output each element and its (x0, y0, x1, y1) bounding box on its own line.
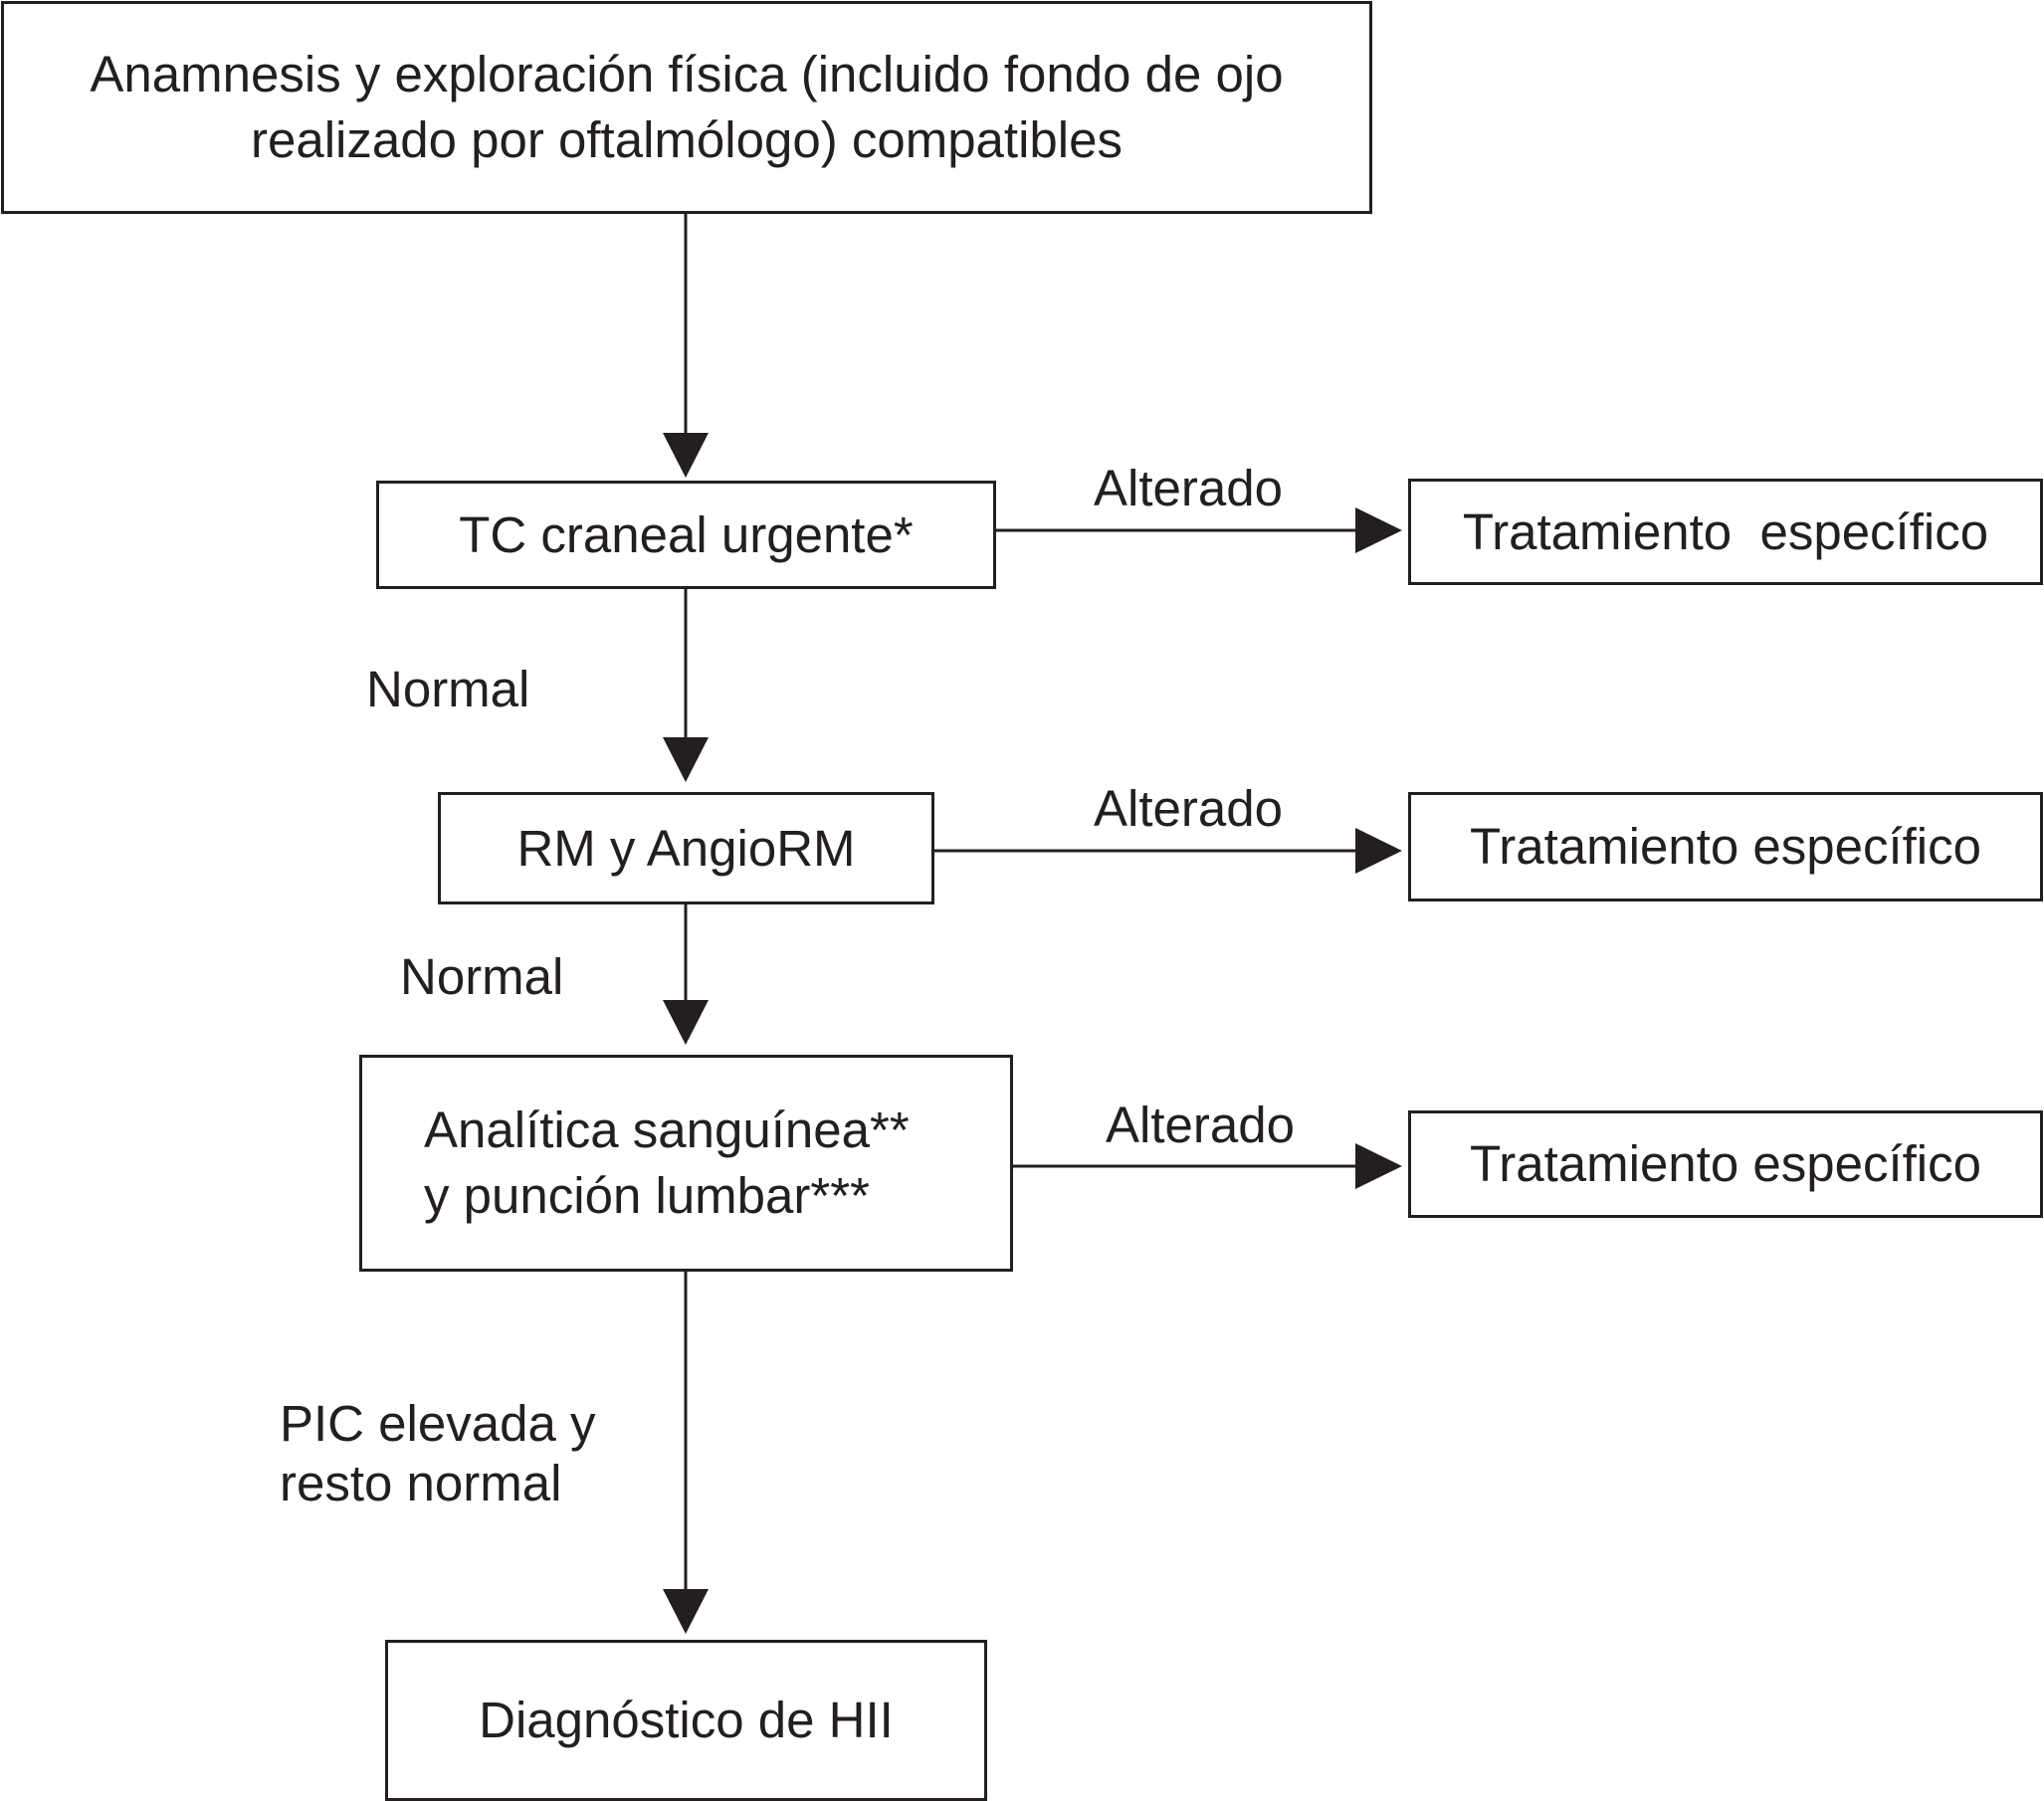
tc-node: TC craneal urgente* (376, 481, 996, 589)
arrowhead-right-icon (1355, 1143, 1402, 1189)
rm-node-label: RM y AngioRM (516, 819, 856, 877)
analitica-node-line-2: y punción lumbar*** (424, 1167, 870, 1224)
tc-node-label: TC craneal urgente* (459, 505, 914, 563)
start-node: Anamnesis y exploración física (incluido… (1, 1, 1372, 214)
arrowhead-down-icon (663, 433, 709, 478)
arrowhead-right-icon (1355, 828, 1402, 874)
edge-label-normal-2: Normal (400, 948, 564, 1005)
treatment-node-3-label: Tratamiento específico (1469, 1135, 1981, 1192)
start-node-line-1: Anamnesis y exploración física (incluido… (90, 46, 1284, 102)
edge-label-altered-3: Alterado (1106, 1097, 1295, 1153)
treatment-node-2-label: Tratamiento específico (1469, 818, 1981, 875)
edge-label-pic-line-2: resto normal (280, 1455, 562, 1511)
edge-label-pic-line-1: PIC elevada y (280, 1395, 596, 1452)
diagnostico-node: Diagnóstico de HII (385, 1640, 987, 1801)
start-node-line-2: realizado por oftalmólogo) compatibles (251, 111, 1123, 168)
arrowhead-right-icon (1355, 507, 1402, 553)
treatment-node-3: Tratamiento específico (1408, 1110, 2043, 1218)
arrowhead-down-icon (663, 1000, 709, 1045)
rm-node: RM y AngioRM (438, 792, 934, 904)
edge-label-altered-2: Alterado (1094, 780, 1283, 837)
arrowhead-down-icon (663, 1589, 709, 1634)
arrowhead-down-icon (663, 737, 709, 782)
edge-label-altered-1: Alterado (1094, 460, 1283, 516)
treatment-node-1-label: Tratamiento específico (1462, 502, 1989, 560)
analitica-node: Analítica sanguínea** y punción lumbar**… (359, 1055, 1013, 1272)
analitica-node-line-1: Analítica sanguínea** (424, 1101, 910, 1158)
treatment-node-1: Tratamiento específico (1408, 479, 2043, 585)
diagnostico-node-label: Diagnóstico de HII (479, 1692, 894, 1748)
edge-label-normal-1: Normal (366, 661, 530, 717)
treatment-node-2: Tratamiento específico (1408, 792, 2043, 901)
